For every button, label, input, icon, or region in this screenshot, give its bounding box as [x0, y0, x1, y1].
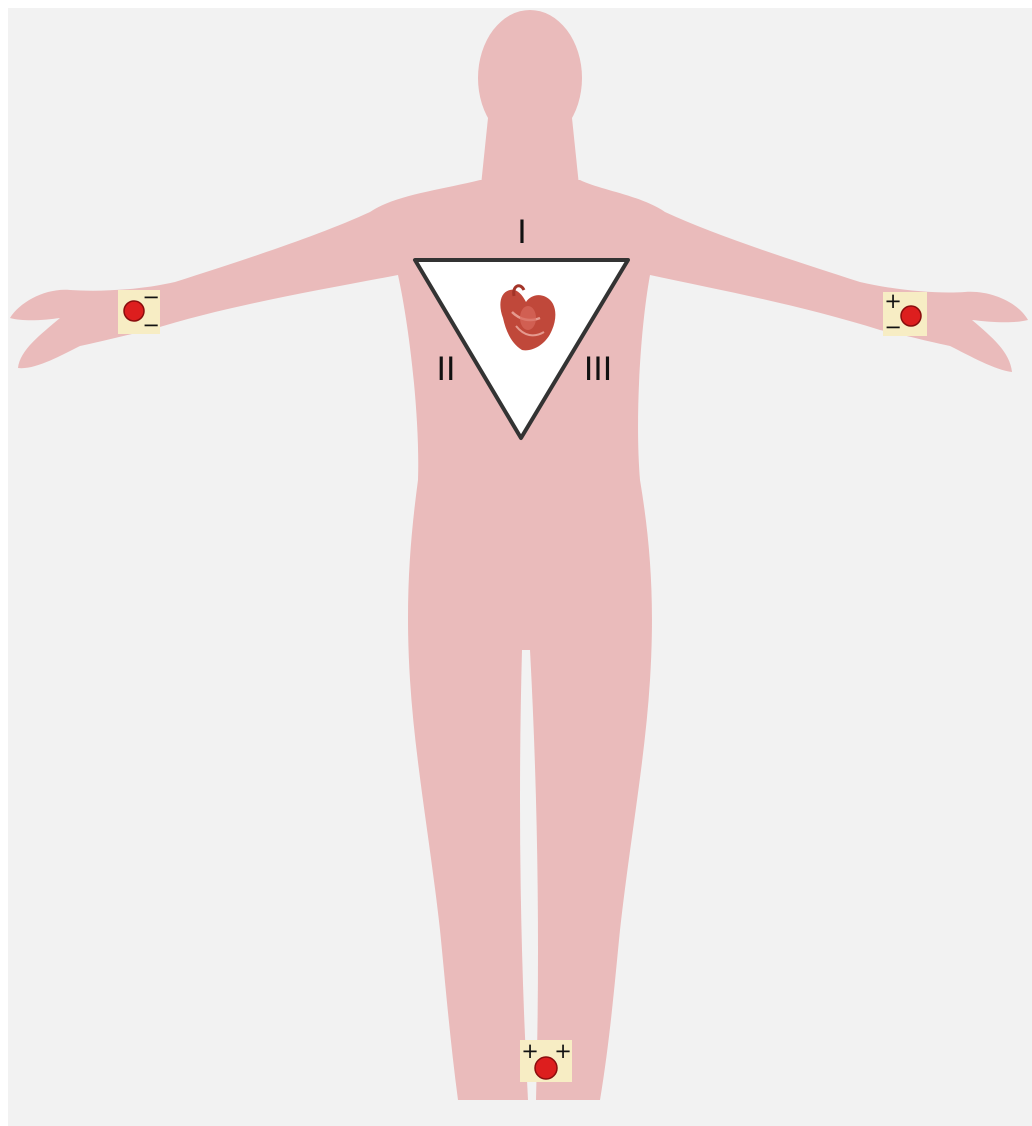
right-arm-electrode: − −	[118, 285, 160, 337]
right-arm-bottom-sign: −	[142, 313, 160, 337]
left-arm-top-sign: +	[884, 289, 902, 313]
left-leg-electrode: + +	[520, 1039, 572, 1082]
right-arm-top-sign: −	[142, 285, 160, 309]
left-arm-bottom-sign: −	[884, 315, 902, 339]
electrode-icon	[124, 301, 144, 321]
left-arm-electrode: + −	[883, 289, 927, 339]
lead-i-label: I	[517, 213, 526, 251]
heart-icon	[483, 280, 563, 356]
left-leg-left-sign: +	[521, 1039, 539, 1063]
left-leg-right-sign: +	[554, 1039, 572, 1063]
electrode-icon	[901, 306, 921, 326]
lead-iii-label: III	[584, 350, 612, 388]
lead-ii-label: II	[437, 350, 456, 388]
